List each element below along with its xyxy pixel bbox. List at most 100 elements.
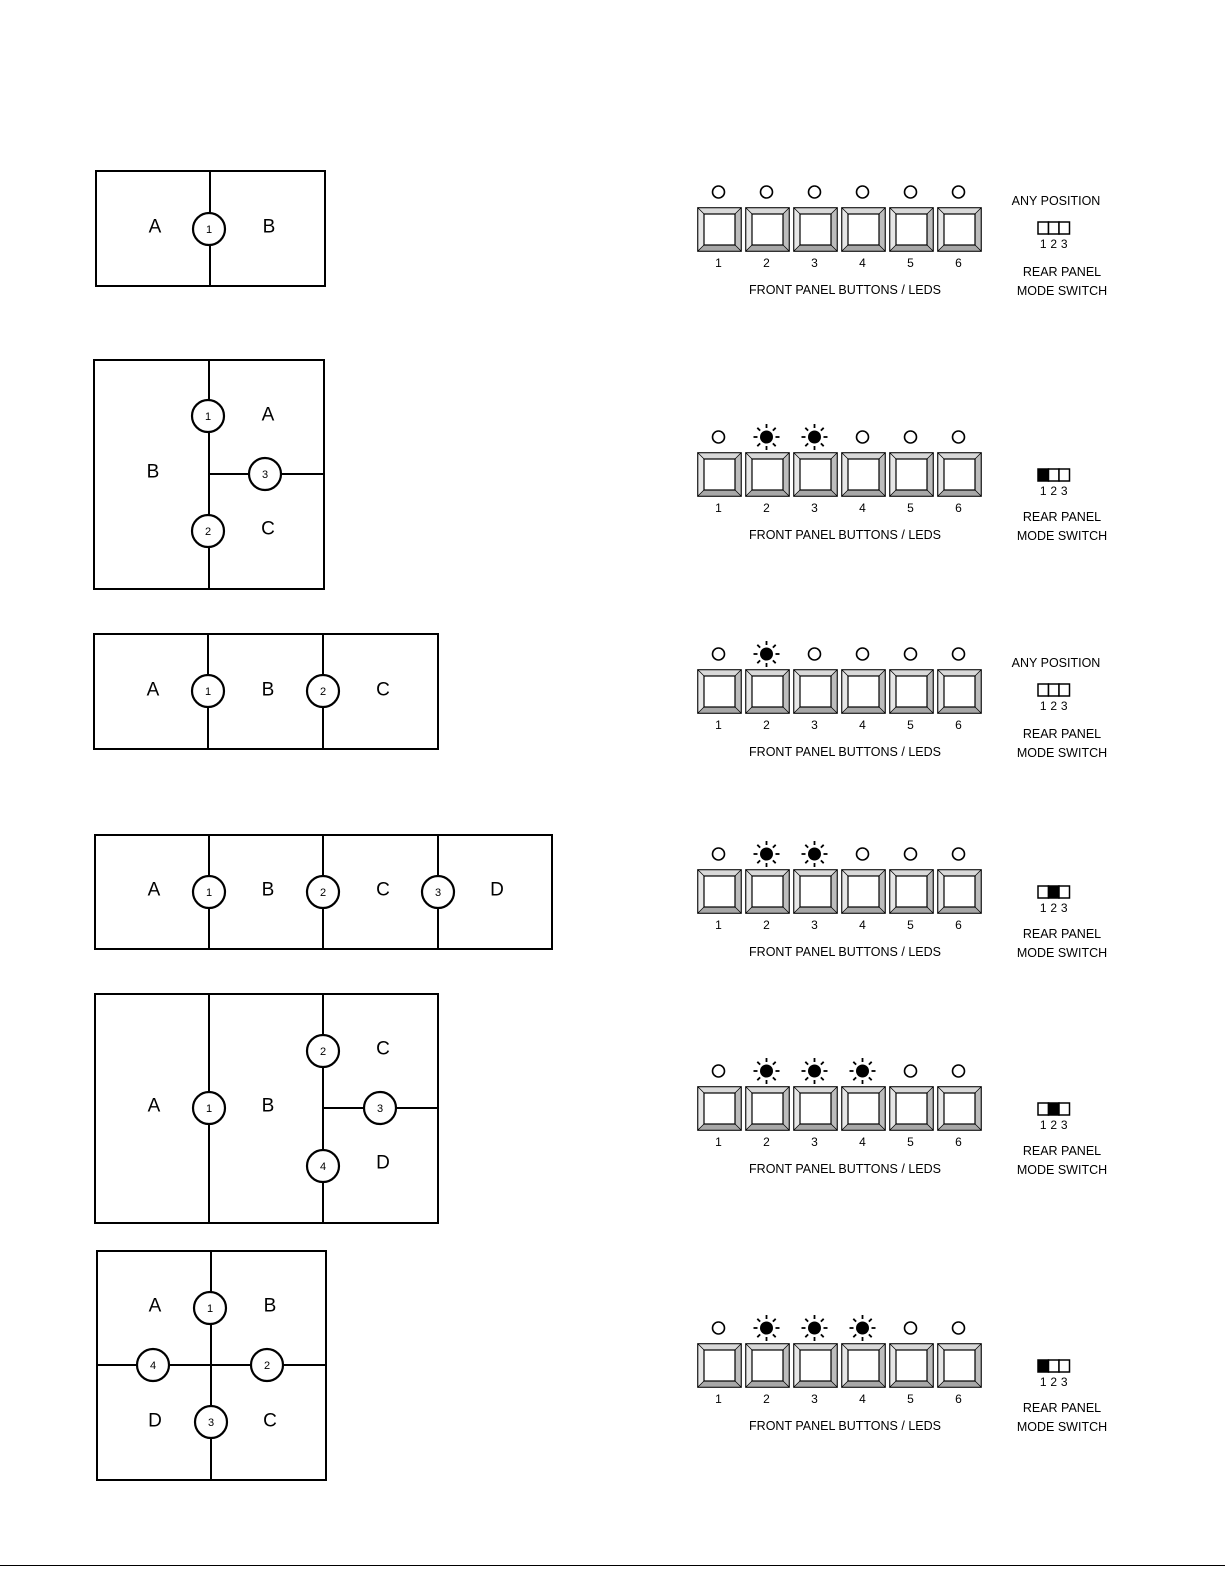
partition-circle <box>305 673 341 709</box>
led-ray <box>820 1076 825 1081</box>
front-panel-button-6[interactable] <box>937 452 982 497</box>
front-panel-button-2[interactable] <box>745 1086 790 1131</box>
any-position-label: ANY POSITION <box>1012 194 1101 208</box>
front-panel-button-2[interactable] <box>745 1343 790 1388</box>
partition-circle <box>362 1090 398 1126</box>
front-panel-button-4[interactable] <box>841 1343 886 1388</box>
front-panel-button-3[interactable] <box>793 1086 838 1131</box>
front-panel-button-3[interactable] <box>793 207 838 252</box>
button-bevel <box>734 1343 742 1388</box>
front-panel-button-2[interactable] <box>745 207 790 252</box>
front-panel-button-3[interactable] <box>793 452 838 497</box>
front-panel-button-1[interactable] <box>697 1086 742 1131</box>
button-face <box>799 1349 832 1382</box>
front-panel-button-5[interactable] <box>889 869 934 914</box>
switch-number: 3 <box>1061 1118 1068 1132</box>
button-bevel <box>889 1086 934 1094</box>
partition-circle <box>190 513 226 549</box>
front-panel-button-4[interactable] <box>841 869 886 914</box>
partition-number: 2 <box>264 1360 270 1372</box>
partition-circle <box>305 1148 341 1184</box>
button-face <box>895 1349 928 1382</box>
button-bevel <box>745 207 753 252</box>
button-bevel <box>937 1343 982 1351</box>
front-panel-button-5[interactable] <box>889 1343 934 1388</box>
button-bevel <box>889 869 897 914</box>
front-panel-button-4[interactable] <box>841 1086 886 1131</box>
rear-panel-caption: REAR PANEL <box>1023 1401 1101 1415</box>
led-circle <box>760 430 773 444</box>
led-ray <box>756 1318 761 1323</box>
front-panel-button-1[interactable] <box>697 1343 742 1388</box>
front-panel-button-2[interactable] <box>745 452 790 497</box>
front-panel-button-5[interactable] <box>889 452 934 497</box>
front-panel-button-6[interactable] <box>937 669 982 714</box>
led-circle <box>808 847 821 861</box>
button-face <box>847 875 880 908</box>
led-ray <box>804 427 809 432</box>
front-panel-button-4[interactable] <box>841 669 886 714</box>
front-panel-button-6[interactable] <box>937 1343 982 1388</box>
button-bevel <box>889 1380 934 1388</box>
button-bevel <box>745 489 790 497</box>
front-panel-button-6[interactable] <box>937 869 982 914</box>
button-face <box>799 675 832 708</box>
front-panel-button-1[interactable] <box>697 452 742 497</box>
front-panel-button-5[interactable] <box>889 207 934 252</box>
led-off-icon <box>711 647 726 661</box>
room-label: D <box>376 1153 390 1174</box>
mode-switch-caption: MODE SWITCH <box>1017 284 1107 298</box>
button-bevel <box>697 244 742 252</box>
front-panel-button-1[interactable] <box>697 207 742 252</box>
led-off-icon <box>951 1321 966 1335</box>
front-panel-button-1[interactable] <box>697 869 742 914</box>
front-panel-button-2[interactable] <box>745 869 790 914</box>
button-bevel <box>697 669 705 714</box>
button-bevel <box>841 207 849 252</box>
switch-position-1 <box>1037 221 1050 235</box>
led-circle <box>951 647 966 661</box>
front-panel-button-3[interactable] <box>793 1343 838 1388</box>
led-off-icon <box>711 1321 726 1335</box>
button-number: 6 <box>955 918 962 932</box>
led-circle <box>903 647 918 661</box>
front-panel-button-5[interactable] <box>889 669 934 714</box>
led-ray <box>820 1061 825 1066</box>
front-panel-button-6[interactable] <box>937 1086 982 1131</box>
partition-circle <box>190 398 226 434</box>
front-panel-button-4[interactable] <box>841 452 886 497</box>
partition-number: 1 <box>206 1103 212 1115</box>
button-face <box>895 458 928 491</box>
button-bevel <box>697 207 742 215</box>
button-bevel <box>697 1343 742 1351</box>
switch-position-2 <box>1047 683 1060 697</box>
front-panel-button-4[interactable] <box>841 207 886 252</box>
front-panel-button-1[interactable] <box>697 669 742 714</box>
front-panel-button-3[interactable] <box>793 669 838 714</box>
front-panel-button-5[interactable] <box>889 1086 934 1131</box>
front-panel-button-6[interactable] <box>937 207 982 252</box>
led-off-icon <box>711 847 726 861</box>
button-bevel <box>697 869 742 877</box>
front-panel-button-3[interactable] <box>793 869 838 914</box>
button-face <box>943 675 976 708</box>
led-circle <box>951 1064 966 1078</box>
button-bevel <box>937 1086 982 1094</box>
partition-number: 1 <box>206 887 212 899</box>
led-lit-icon <box>849 1315 876 1341</box>
partition-number: 2 <box>320 686 326 698</box>
front-panel-button-2[interactable] <box>745 669 790 714</box>
partition-circle <box>305 1033 341 1069</box>
led-ray <box>756 859 761 864</box>
